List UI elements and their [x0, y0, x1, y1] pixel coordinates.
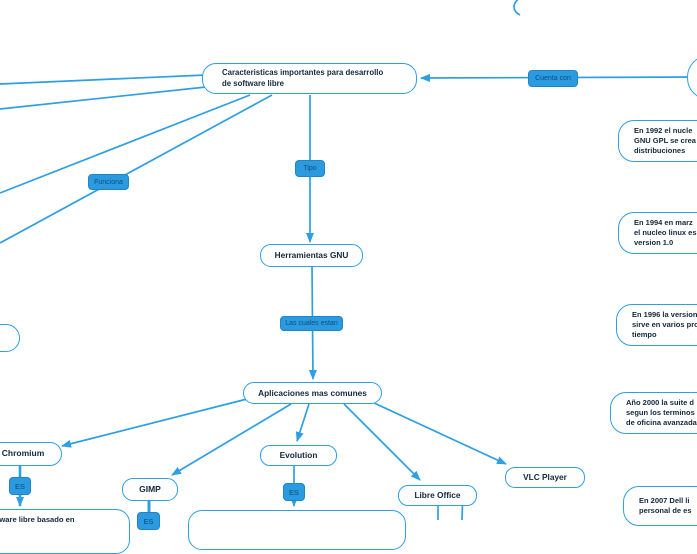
node-libre-office-label: Libre Office — [414, 490, 461, 501]
las-cuales-estan-text: Las cuales estan — [285, 320, 338, 327]
timeline-node-2000[interactable]: Año 2000 la suite d segun los terminos d… — [610, 392, 697, 434]
timeline-1996-line2: sirve en varios proc — [632, 320, 697, 330]
edge-to-libre-office — [343, 403, 421, 481]
edge-to-chromium — [61, 398, 248, 448]
connector-label-tipo[interactable]: Tipo — [295, 160, 325, 177]
node-vlc-player[interactable]: VLC Player — [505, 467, 585, 488]
edge-main-left-2 — [0, 86, 207, 110]
timeline-1992-line1: En 1992 el nucle — [634, 126, 693, 136]
node-caracteristicas-line1: Caracteristicas importantes para desarro… — [222, 68, 384, 78]
connector-label-cuenta-con[interactable]: Cuenta con — [528, 70, 578, 87]
timeline-1994-line3: version 1.0 — [634, 237, 674, 247]
edge-to-evolution — [295, 403, 310, 442]
node-chromium-label: Chromium — [1, 448, 45, 459]
node-aplicaciones[interactable]: Aplicaciones mas comunes — [243, 382, 382, 404]
timeline-2007-line1: En 2007 Dell li — [639, 496, 690, 506]
timeline-1992-line2: GNU GPL se crea — [634, 136, 696, 146]
es-evolution-text: ES — [288, 487, 299, 497]
node-cut-bottom-center[interactable] — [188, 510, 406, 550]
node-chromium[interactable]: Chromium — [0, 442, 62, 466]
connector-label-es-chromium[interactable]: ES — [9, 477, 31, 495]
timeline-1994-line1: En 1994 en marz — [634, 218, 693, 228]
edge-funciona — [0, 94, 273, 244]
edge-main-left-1 — [0, 74, 207, 85]
timeline-2000-line3: de oficina avanzada — [626, 417, 697, 427]
es-chromium-text: ES — [14, 481, 25, 491]
node-gimp-label: GIMP — [139, 483, 161, 494]
node-herramientas-gnu[interactable]: Herramientas GNU — [260, 244, 363, 267]
es-gimp-text: ES — [143, 516, 154, 526]
timeline-2000-line2: segun los terminos — [626, 408, 695, 418]
funciona-text: Funciona — [94, 178, 123, 186]
cuenta-con-text: Cuenta con — [535, 75, 571, 82]
node-libre-office[interactable]: Libre Office — [398, 485, 477, 506]
node-evolution-label: Evolution — [279, 450, 318, 461]
node-software-libre[interactable]: software libre basado en — [0, 509, 130, 554]
edge-to-vlc-player — [371, 401, 507, 465]
edge-to-gimp — [171, 403, 292, 476]
timeline-node-1992[interactable]: En 1992 el nucle GNU GPL se crea distrib… — [618, 120, 697, 162]
connector-label-es-evolution[interactable]: ES — [283, 483, 305, 501]
connector-label-las-cuales-estan[interactable]: Las cuales estan — [280, 316, 343, 331]
timeline-1994-line2: el nucleo linux es — [634, 228, 697, 238]
connector-label-es-gimp[interactable]: ES — [137, 512, 160, 530]
edge-top-right-partial — [513, 0, 521, 16]
node-vlc-player-label: VLC Player — [523, 472, 567, 483]
node-gimp[interactable]: GIMP — [122, 478, 178, 501]
timeline-1992-line3: distribuciones — [634, 145, 686, 155]
timeline-2007-line2: personal de es — [639, 506, 692, 515]
edge-main-lower-left — [0, 94, 251, 194]
node-caracteristicas-line2: de software libre — [222, 78, 284, 88]
timeline-1996-line3: tiempo — [632, 329, 657, 339]
timeline-node-2007[interactable]: En 2007 Dell li personal de es — [623, 486, 697, 526]
timeline-node-1996[interactable]: En 1996 la version sirve en varios proc … — [616, 304, 697, 346]
node-evolution[interactable]: Evolution — [260, 445, 337, 466]
node-caracteristicas[interactable]: Caracteristicas importantes para desarro… — [202, 63, 417, 94]
timeline-1996-line1: En 1996 la version — [632, 310, 697, 320]
connector-label-funciona[interactable]: Funciona — [88, 174, 129, 190]
tipo-text: Tipo — [303, 165, 317, 172]
timeline-2000-line1: Año 2000 la suite d — [626, 398, 694, 408]
node-aplicaciones-label: Aplicaciones mas comunes — [258, 387, 367, 398]
node-software-libre-label: software libre basado en — [0, 515, 75, 524]
node-herramientas-gnu-label: Herramientas GNU — [274, 250, 349, 261]
timeline-node-1994[interactable]: En 1994 en marz el nucleo linux es versi… — [618, 212, 697, 254]
